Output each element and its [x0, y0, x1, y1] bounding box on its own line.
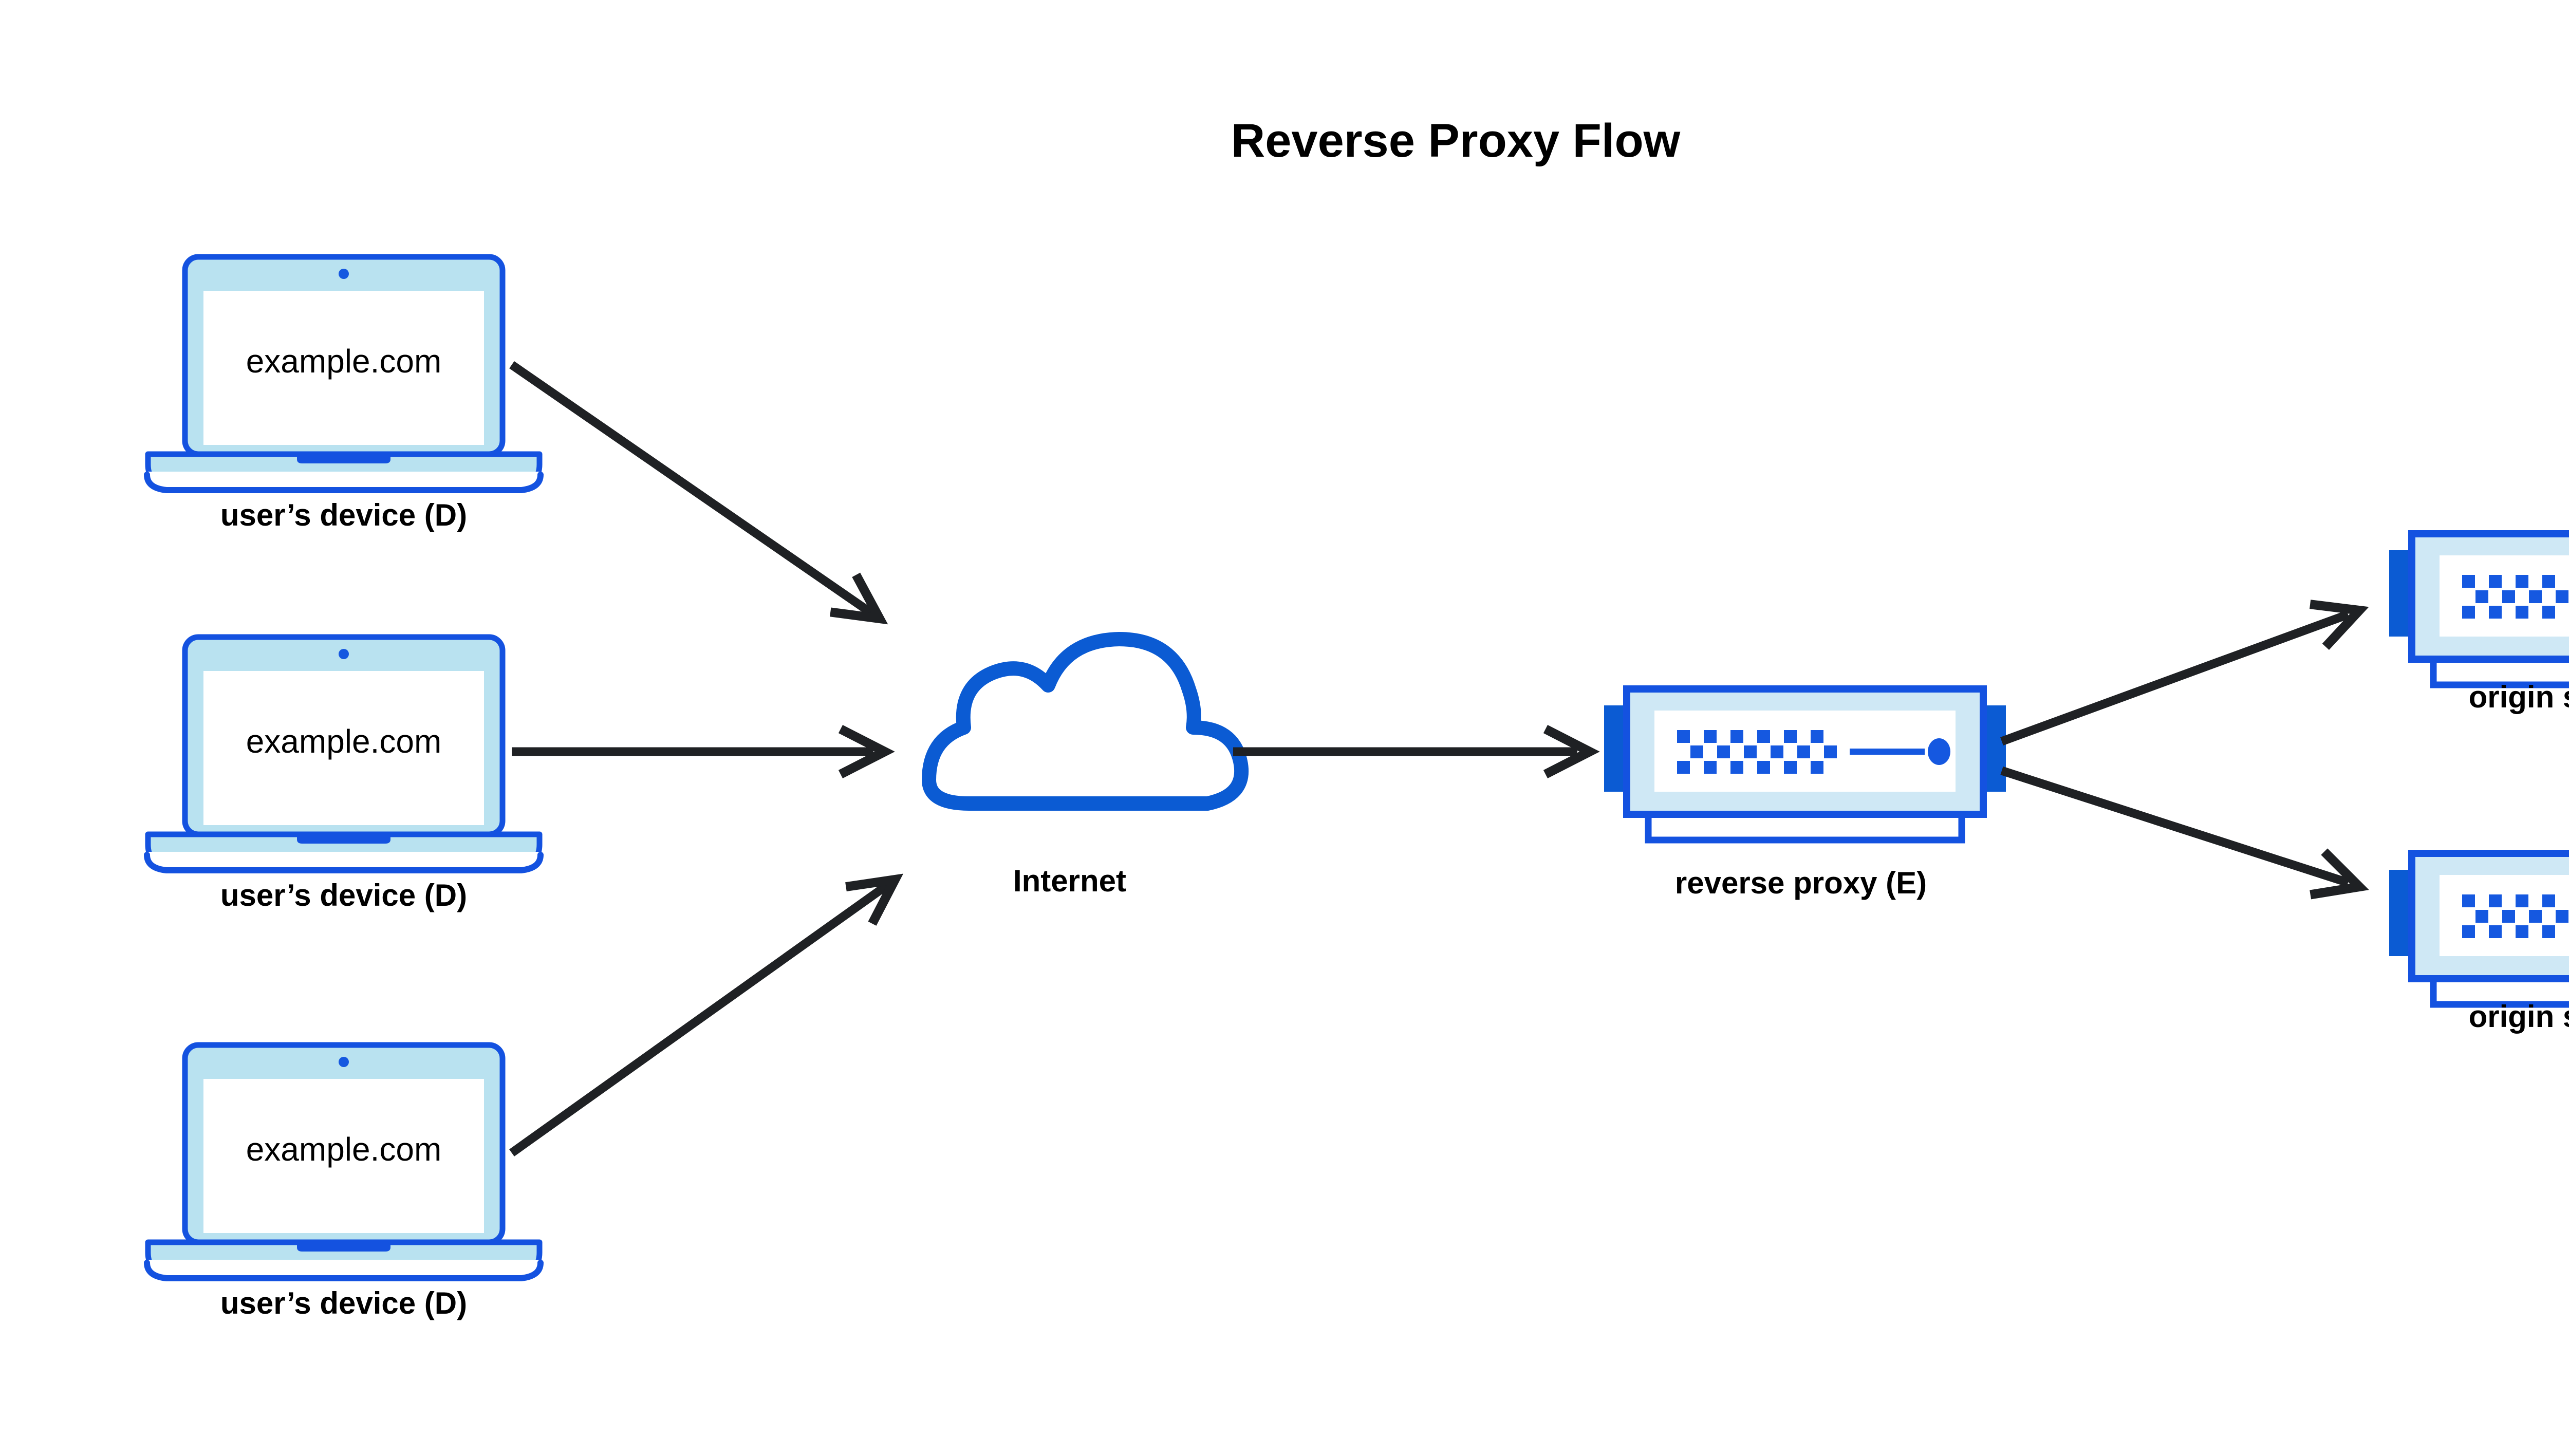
node-label-user-device-2: user’s device (D) — [220, 878, 467, 912]
flow-arrow-device1-to-internet — [509, 361, 892, 637]
flow-arrow-reverse-proxy-to-origin1 — [2000, 589, 2367, 745]
node-user-device-2[interactable]: example.com user’s device (D) — [147, 637, 541, 912]
node-origin-server-2[interactable]: origin server (F) — [2389, 853, 2569, 1034]
node-label-origin-server-1: origin server (F) — [2469, 680, 2569, 714]
device-screen-text: example.com — [246, 1131, 442, 1168]
flow-arrow-reverse-proxy-to-origin2 — [2000, 766, 2367, 908]
node-user-device-1[interactable]: example.com user’s device (D) — [147, 257, 541, 532]
page-title: Reverse Proxy Flow — [1231, 115, 1681, 167]
node-label-origin-server-2: origin server (F) — [2469, 999, 2569, 1034]
flow-arrow-device3-to-internet — [509, 861, 908, 1156]
cloud-icon — [929, 639, 1241, 804]
node-origin-server-1[interactable]: origin server (F) — [2389, 534, 2569, 714]
device-screen-text: example.com — [246, 343, 442, 380]
node-internet-cloud[interactable]: Internet — [929, 639, 1241, 898]
server-icon — [2389, 534, 2569, 685]
node-label-user-device-1: user’s device (D) — [220, 498, 467, 532]
flow-arrow-device2-to-internet — [512, 729, 885, 774]
node-label-reverse-proxy: reverse proxy (E) — [1675, 866, 1927, 900]
node-label-internet: Internet — [1013, 864, 1126, 898]
node-reverse-proxy[interactable]: reverse proxy (E) — [1604, 689, 2006, 900]
server-icon — [2389, 853, 2569, 1004]
node-label-user-device-3: user’s device (D) — [220, 1286, 467, 1320]
device-screen-text: example.com — [246, 723, 442, 760]
flow-arrow-internet-to-reverse-proxy — [1233, 729, 1590, 774]
node-user-device-3[interactable]: example.com user’s device (D) — [147, 1045, 541, 1320]
server-icon — [1604, 689, 2006, 840]
